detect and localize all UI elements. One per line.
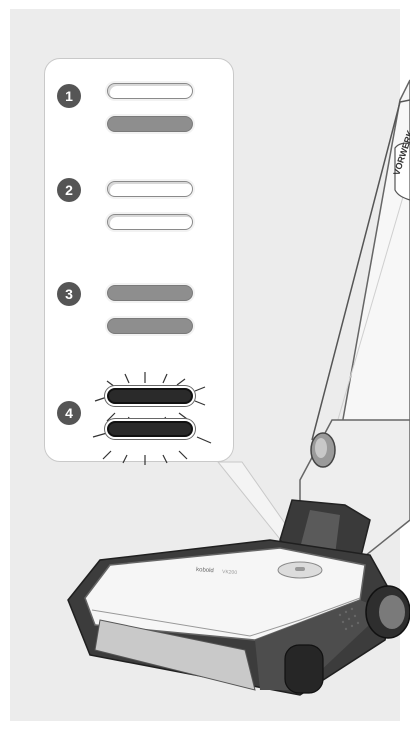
step-2-bottom-led	[107, 214, 193, 230]
vacuum-base: kobold VK200	[68, 540, 410, 695]
step-3-bottom-led	[107, 318, 193, 334]
step-1-bottom-led	[107, 116, 193, 132]
blink-rays	[45, 359, 235, 469]
base-model-print: VK200	[222, 569, 238, 576]
base-brand-print: kobold	[196, 567, 214, 574]
step-4-top-led	[107, 388, 193, 404]
step-badge-1: 1	[57, 84, 81, 108]
step-1-top-led	[107, 83, 193, 99]
vacuum-handle: VORWERK	[300, 80, 410, 560]
step-badge-3: 3	[57, 282, 81, 306]
step-4-bottom-led	[107, 421, 193, 437]
front-roller	[285, 645, 323, 693]
step-3-top-led	[107, 285, 193, 301]
step-badge-2: 2	[57, 178, 81, 202]
led-status-panel: 1 2 3 4	[44, 58, 234, 462]
led-indicator-spot	[295, 567, 305, 571]
step-2-top-led	[107, 181, 193, 197]
